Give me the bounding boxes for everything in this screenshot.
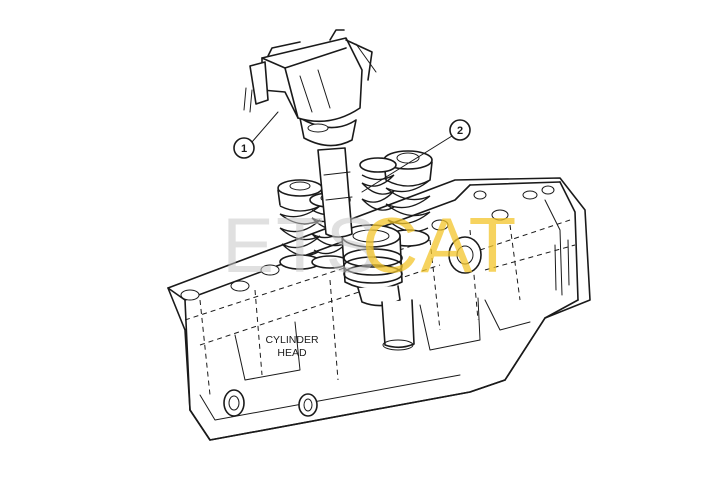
callout-2: 2 xyxy=(361,119,471,193)
watermark-part2: CAT xyxy=(362,201,518,289)
callout-2-label: 2 xyxy=(457,125,463,137)
injector-sleeve-seal xyxy=(341,224,415,351)
callout-1-circle xyxy=(233,137,255,159)
unit-injector xyxy=(243,29,377,238)
callout-1: 1 xyxy=(233,111,279,159)
cylinder-head-label-line2: HEAD xyxy=(277,347,307,359)
callout-1-label: 1 xyxy=(241,143,247,155)
watermark-part1: ETS xyxy=(222,201,380,289)
cylinder-head-label-line1: CYLINDER xyxy=(265,334,319,346)
watermark: ETS CAT xyxy=(222,201,518,289)
cylinder-head-label: CYLINDER HEAD xyxy=(265,334,319,359)
valve-spring-right-rear xyxy=(359,157,397,211)
cylinder-head xyxy=(167,177,591,441)
callout-2-circle xyxy=(449,119,471,141)
